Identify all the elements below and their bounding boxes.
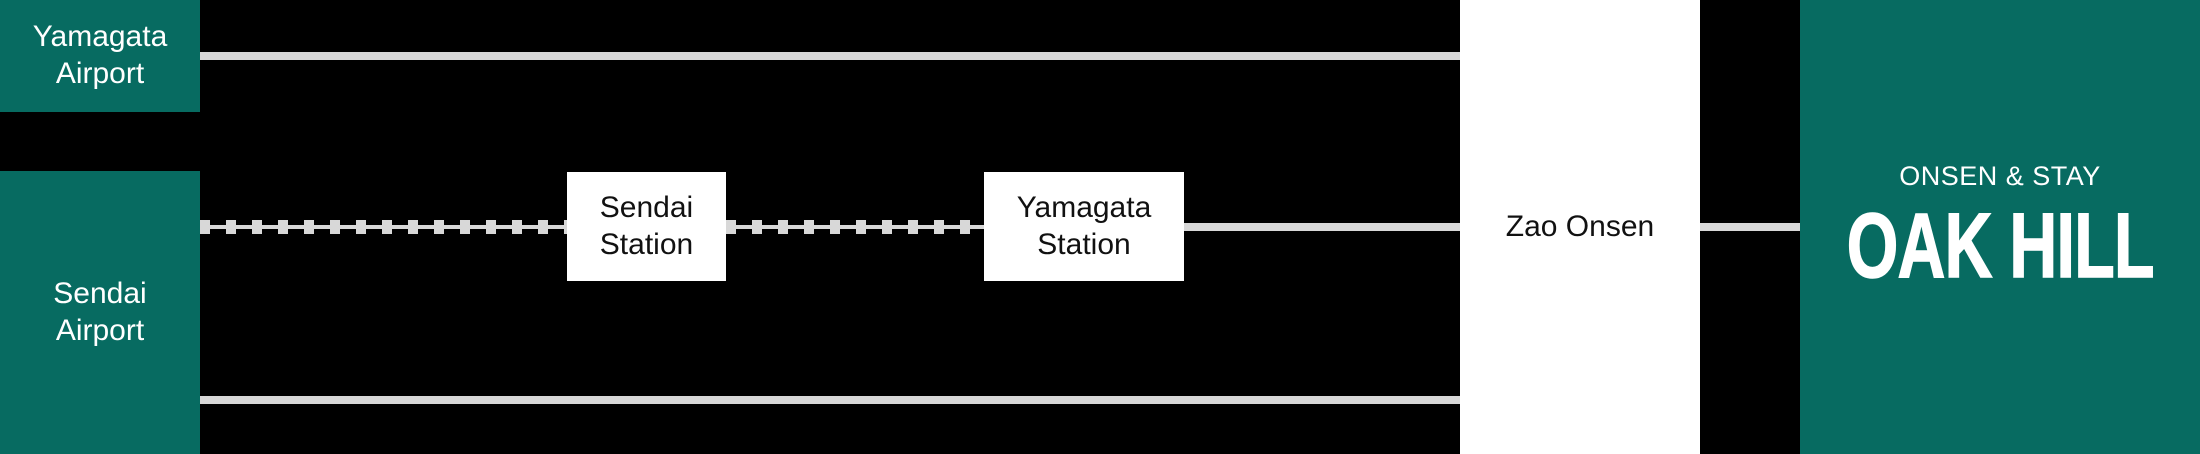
node-yamagata-airport: Yamagata Airport [0,0,200,112]
node-label-line: Zao Onsen [1505,209,1655,243]
route-line-yamagata-station-to-zao-onsen [1184,223,1460,231]
node-label-line: Airport [55,57,145,90]
route-line-zao-onsen-to-oak-hill [1700,223,1800,231]
node-sendai-airport: Sendai Airport [0,171,200,454]
route-line-sendai-airport-lower [200,396,1460,404]
rail-line-sendai-station-to-yamagata-station [726,220,984,234]
node-label-line: Station [599,227,694,261]
node-oak-hill-brand: ONSEN & STAY OAK HILL [1800,0,2200,454]
node-yamagata-station: Yamagata Station [984,172,1184,281]
brand-tagline: ONSEN & STAY [1899,160,2101,191]
node-label-line: Airport [55,313,145,347]
node-label-line: Yamagata [1016,190,1152,224]
node-label-line: Yamagata [32,20,168,54]
node-label-line: Sendai [599,190,694,224]
node-sendai-station: Sendai Station [567,172,726,281]
node-label-line: Station [1037,227,1131,261]
route-line-yamagata-airport [200,52,1460,60]
rail-line-sendai-airport-to-sendai-station [200,220,567,234]
brand-name: OAK HILL [1846,194,2155,297]
node-zao-onsen: Zao Onsen [1460,0,1700,454]
node-label-line: Sendai [53,276,147,310]
